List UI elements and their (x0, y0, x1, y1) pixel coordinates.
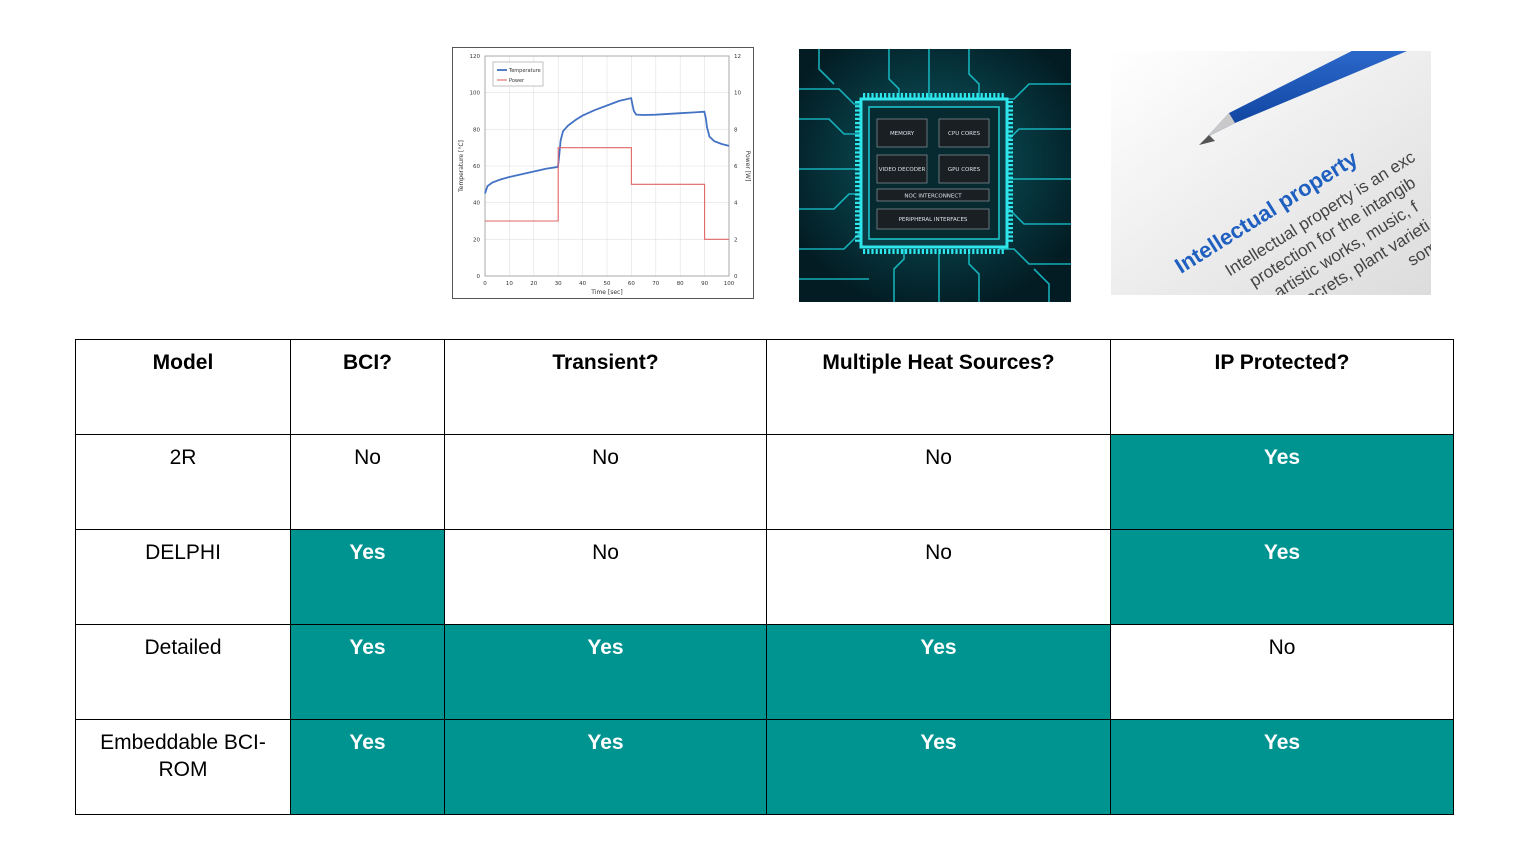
model-comparison-table: Model BCI? Transient? Multiple Heat Sour… (75, 339, 1454, 815)
model-name-cell: 2R (75, 434, 291, 530)
x-tick-label: 0 (483, 281, 487, 287)
header-ip-protected: IP Protected? (1110, 339, 1454, 435)
chip-block-peripheral (876, 208, 990, 230)
table-cell: No (1110, 624, 1454, 720)
y-left-tick-label: 100 (470, 91, 481, 97)
header-model: Model (75, 339, 291, 435)
x-tick-label: 30 (555, 281, 562, 287)
model-name-cell: Embeddable BCI-ROM (75, 719, 291, 815)
x-tick-label: 20 (530, 281, 537, 287)
y-left-tick-label: 0 (477, 274, 481, 280)
x-axis-label: Time [sec] (590, 289, 622, 296)
x-tick-label: 80 (677, 281, 684, 287)
y-right-axis-label: Power [W] (744, 151, 751, 182)
chip-label-memory: MEMORY (890, 131, 915, 137)
legend-label: Power (509, 78, 525, 84)
y-left-tick-label: 60 (473, 164, 480, 170)
header-bci: BCI? (290, 339, 445, 435)
table-cell: Yes (290, 529, 445, 625)
ip-photo: Intellectual property Intellectual prope… (1111, 51, 1431, 295)
y-right-tick-label: 10 (734, 91, 741, 97)
chip-label-video: VIDEO DECODER (879, 167, 926, 173)
chip-pins (855, 93, 1013, 254)
table-cell: No (444, 434, 767, 530)
y-right-tick-label: 4 (734, 201, 738, 207)
table-cell: Yes (444, 624, 767, 720)
x-tick-label: 40 (579, 281, 586, 287)
header-multiple-heat-sources: Multiple Heat Sources? (766, 339, 1111, 435)
table-cell: No (766, 434, 1111, 530)
power-series-line (485, 147, 729, 240)
y-left-tick-label: 40 (473, 201, 480, 207)
table-cell: Yes (444, 719, 767, 815)
y-left-tick-label: 20 (473, 237, 480, 243)
x-tick-label: 10 (506, 281, 513, 287)
x-tick-label: 50 (604, 281, 611, 287)
legend-box (492, 61, 544, 87)
table-cell: No (766, 529, 1111, 625)
model-name-cell: DELPHI (75, 529, 291, 625)
y-right-tick-label: 6 (734, 164, 738, 170)
table-cell: Yes (766, 624, 1111, 720)
table-cell: Yes (1110, 529, 1454, 625)
table-cell: Yes (766, 719, 1111, 815)
table-cell: Yes (1110, 719, 1454, 815)
y-right-tick-label: 12 (734, 54, 741, 60)
plot-area (484, 55, 730, 277)
header-transient: Transient? (444, 339, 767, 435)
x-tick-label: 100 (724, 281, 735, 287)
legend-label: Temperature (508, 68, 541, 74)
chip-block-memory (876, 118, 928, 148)
x-tick-label: 90 (701, 281, 708, 287)
chip-illustration: MEMORY CPU CORES VIDEO DECODER GPU CORES… (799, 49, 1071, 302)
y-right-tick-label: 2 (734, 237, 738, 243)
table-cell: Yes (290, 624, 445, 720)
table-cell: No (444, 529, 767, 625)
table-cell: No (290, 434, 445, 530)
chip-label-noc: NOC INTERCONNECT (904, 194, 962, 200)
chip-label-peripheral: PERIPHERAL INTERFACES (899, 217, 968, 223)
temperature-series-line (484, 97, 730, 194)
pen-icon (1199, 51, 1408, 145)
chip-label-cpu: CPU CORES (948, 131, 980, 137)
chip-image: MEMORY CPU CORES VIDEO DECODER GPU CORES… (799, 49, 1071, 302)
chip-block-video (876, 154, 928, 184)
table-header-row: Model BCI? Transient? Multiple Heat Sour… (75, 339, 1454, 435)
x-tick-label: 70 (652, 281, 659, 287)
y-left-tick-label: 120 (470, 54, 481, 60)
model-name-cell: Detailed (75, 624, 291, 720)
table-cell: Yes (290, 719, 445, 815)
table-cell: Yes (1110, 434, 1454, 530)
y-right-tick-label: 0 (734, 274, 738, 280)
y-right-tick-label: 8 (734, 127, 738, 133)
y-left-tick-label: 80 (473, 127, 480, 133)
chip-block-cpu (938, 118, 990, 148)
x-tick-label: 60 (628, 281, 635, 287)
chip-block-gpu (938, 154, 990, 184)
chip-label-gpu: GPU CORES (948, 167, 981, 173)
y-left-axis-label: Temperature [°C] (458, 140, 465, 193)
ip-illustration: Intellectual property Intellectual prope… (1111, 51, 1431, 295)
chip-block-noc (876, 188, 990, 202)
circuit-traces (799, 49, 1071, 302)
